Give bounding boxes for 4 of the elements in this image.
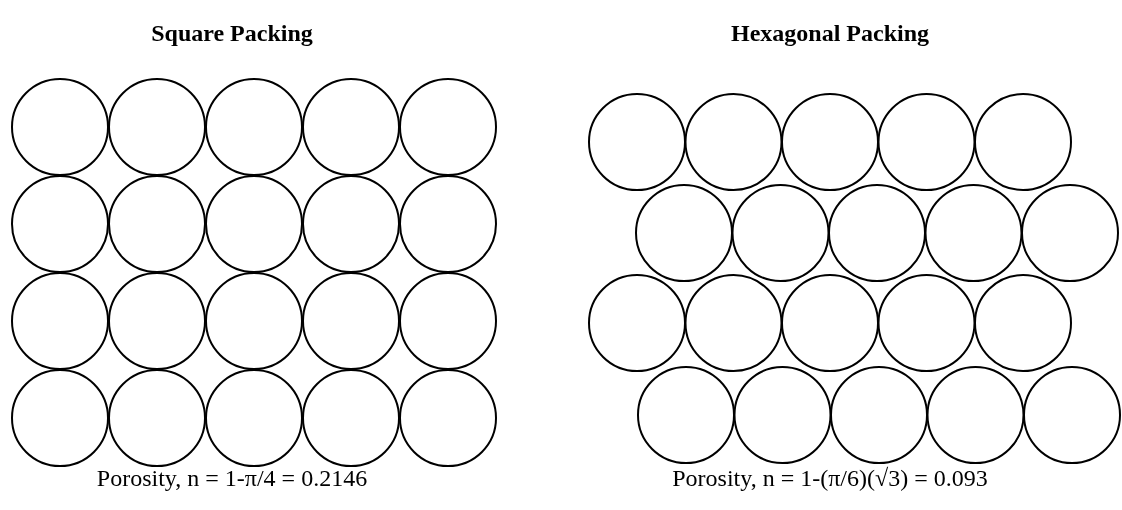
- porosity-formula: Porosity, n = 1-π/4 = 0.2146: [96, 465, 368, 492]
- porosity-formula: Porosity, n = 1-(π/6)(√3) = 0.093: [672, 465, 988, 492]
- panel-title: Hexagonal Packing: [731, 20, 929, 47]
- panel-title: Square Packing: [151, 20, 313, 47]
